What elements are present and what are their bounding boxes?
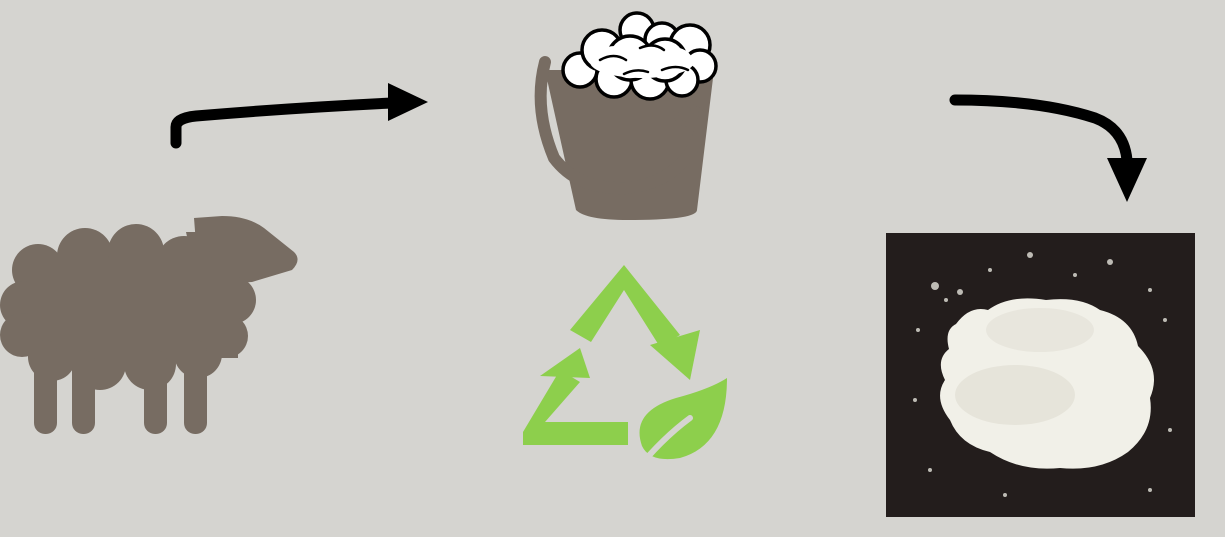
bucket-with-suds-icon — [534, 11, 718, 220]
arrow-sheep-to-bucket — [170, 83, 428, 149]
sheep-icon — [0, 216, 298, 434]
arrow-bucket-to-powder — [949, 94, 1147, 202]
recycle-leaf-icon — [523, 265, 727, 481]
white-powder-photo — [886, 233, 1195, 517]
